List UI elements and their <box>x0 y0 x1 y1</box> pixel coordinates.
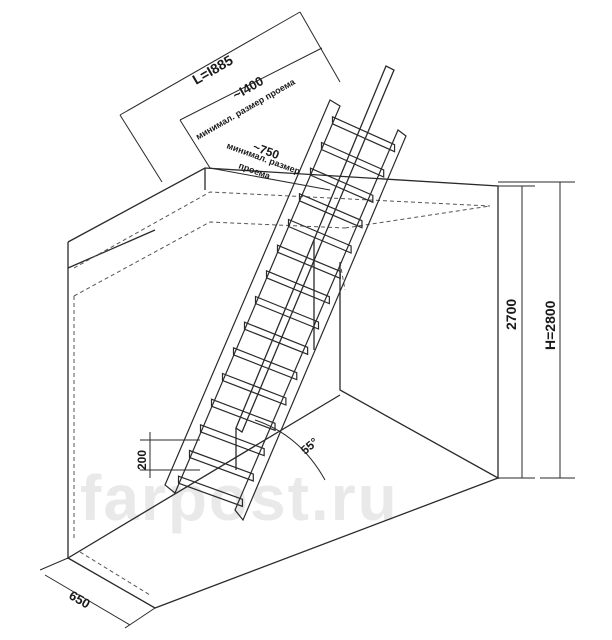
stair-tread <box>254 295 320 330</box>
handrail <box>235 65 395 470</box>
stringer-right <box>234 129 407 522</box>
stair-tread <box>265 269 330 305</box>
stair-tread <box>221 372 287 406</box>
label-step-rise: 200 <box>135 450 149 470</box>
stair-tread <box>199 423 265 457</box>
label-length-total: L=I885 <box>190 52 236 88</box>
stair-tread <box>243 321 309 356</box>
stair-tread <box>320 141 385 178</box>
stair-tread <box>276 244 341 280</box>
stair-tread <box>177 475 244 508</box>
dim-floor-height <box>498 181 575 479</box>
stringer-left <box>164 99 341 494</box>
label-floor-height: 2700 <box>503 299 519 330</box>
dim-opening-length <box>179 47 323 169</box>
stair-tread <box>232 346 298 381</box>
stair-tread <box>287 218 352 254</box>
label-total-height: H=2800 <box>542 300 558 350</box>
label-stair-width: 650 <box>67 588 93 612</box>
stair-tread <box>309 167 374 204</box>
dim-stair-width <box>39 557 156 629</box>
dim-step-rise <box>140 432 200 478</box>
stair-tread <box>331 115 396 153</box>
stair <box>164 99 407 522</box>
hidden-lines <box>73 191 491 596</box>
dim-angle <box>254 419 326 481</box>
room-outline <box>67 167 499 609</box>
label-angle: 55° <box>298 435 321 458</box>
stair-tread <box>298 192 363 229</box>
dim-opening-width <box>209 167 331 191</box>
stair-tread <box>188 449 254 482</box>
stair-tread <box>210 398 276 432</box>
dim-length-total <box>119 11 341 183</box>
